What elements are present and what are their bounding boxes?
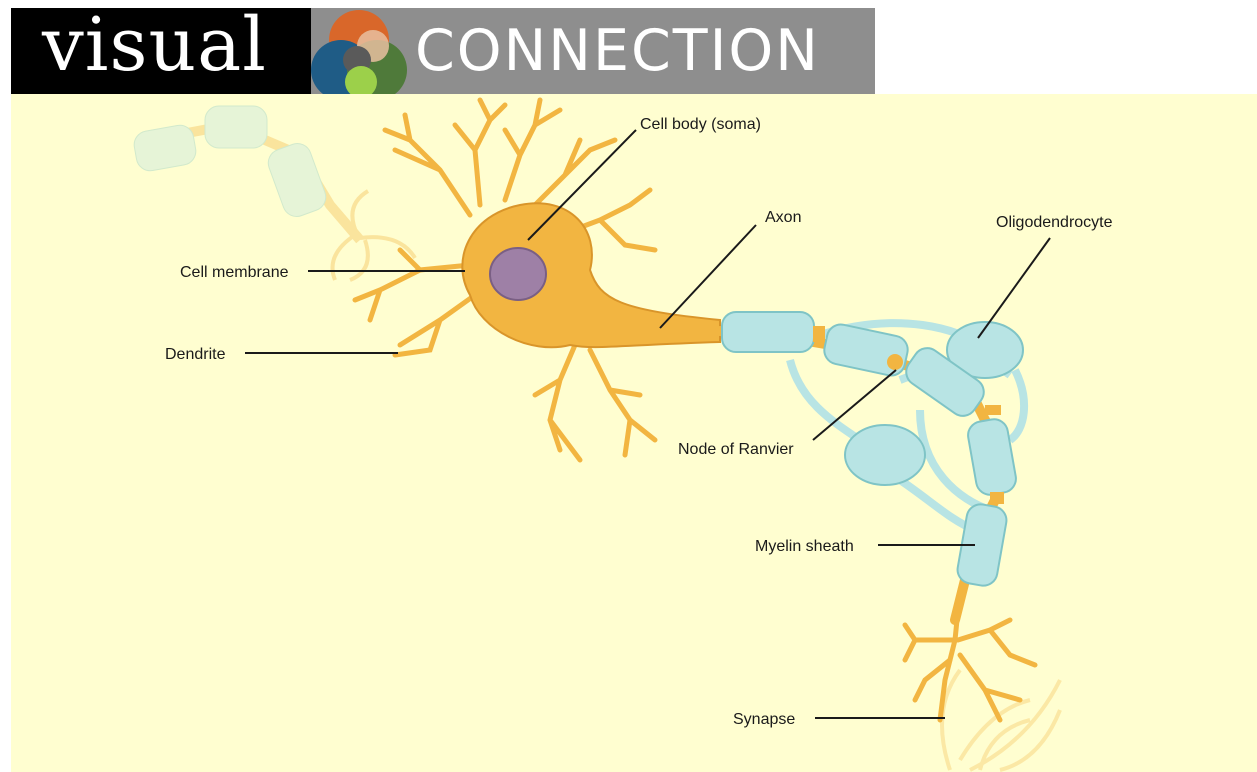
leader-line-oligodendrocyte	[978, 238, 1050, 338]
node-of-ranvier	[887, 354, 903, 370]
oligodendrocyte-cell-2	[845, 425, 925, 485]
faded-myelin-3	[264, 140, 329, 221]
myelin-segment	[722, 312, 814, 352]
label-node-of-ranvier: Node of Ranvier	[678, 441, 794, 458]
label-cell-membrane: Cell membrane	[180, 264, 289, 281]
faded-myelin-1	[132, 123, 198, 173]
node-of-ranvier	[990, 492, 1004, 504]
label-myelin-sheath: Myelin sheath	[755, 538, 854, 555]
label-oligodendrocyte: Oligodendrocyte	[996, 214, 1113, 231]
myelin-segment	[966, 417, 1018, 497]
label-cell-body: Cell body (soma)	[640, 116, 761, 133]
faded-myelin-2	[205, 106, 267, 148]
axon-terminals	[905, 590, 1035, 720]
faded-upper-neuron	[132, 106, 415, 280]
node-of-ranvier	[813, 326, 825, 342]
label-synapse: Synapse	[733, 711, 795, 728]
node-of-ranvier	[985, 405, 1001, 415]
leader-lines	[245, 130, 1050, 718]
label-dendrite: Dendrite	[165, 346, 226, 363]
faded-terminals	[333, 191, 416, 280]
label-axon: Axon	[765, 209, 801, 226]
nucleus	[490, 248, 546, 300]
